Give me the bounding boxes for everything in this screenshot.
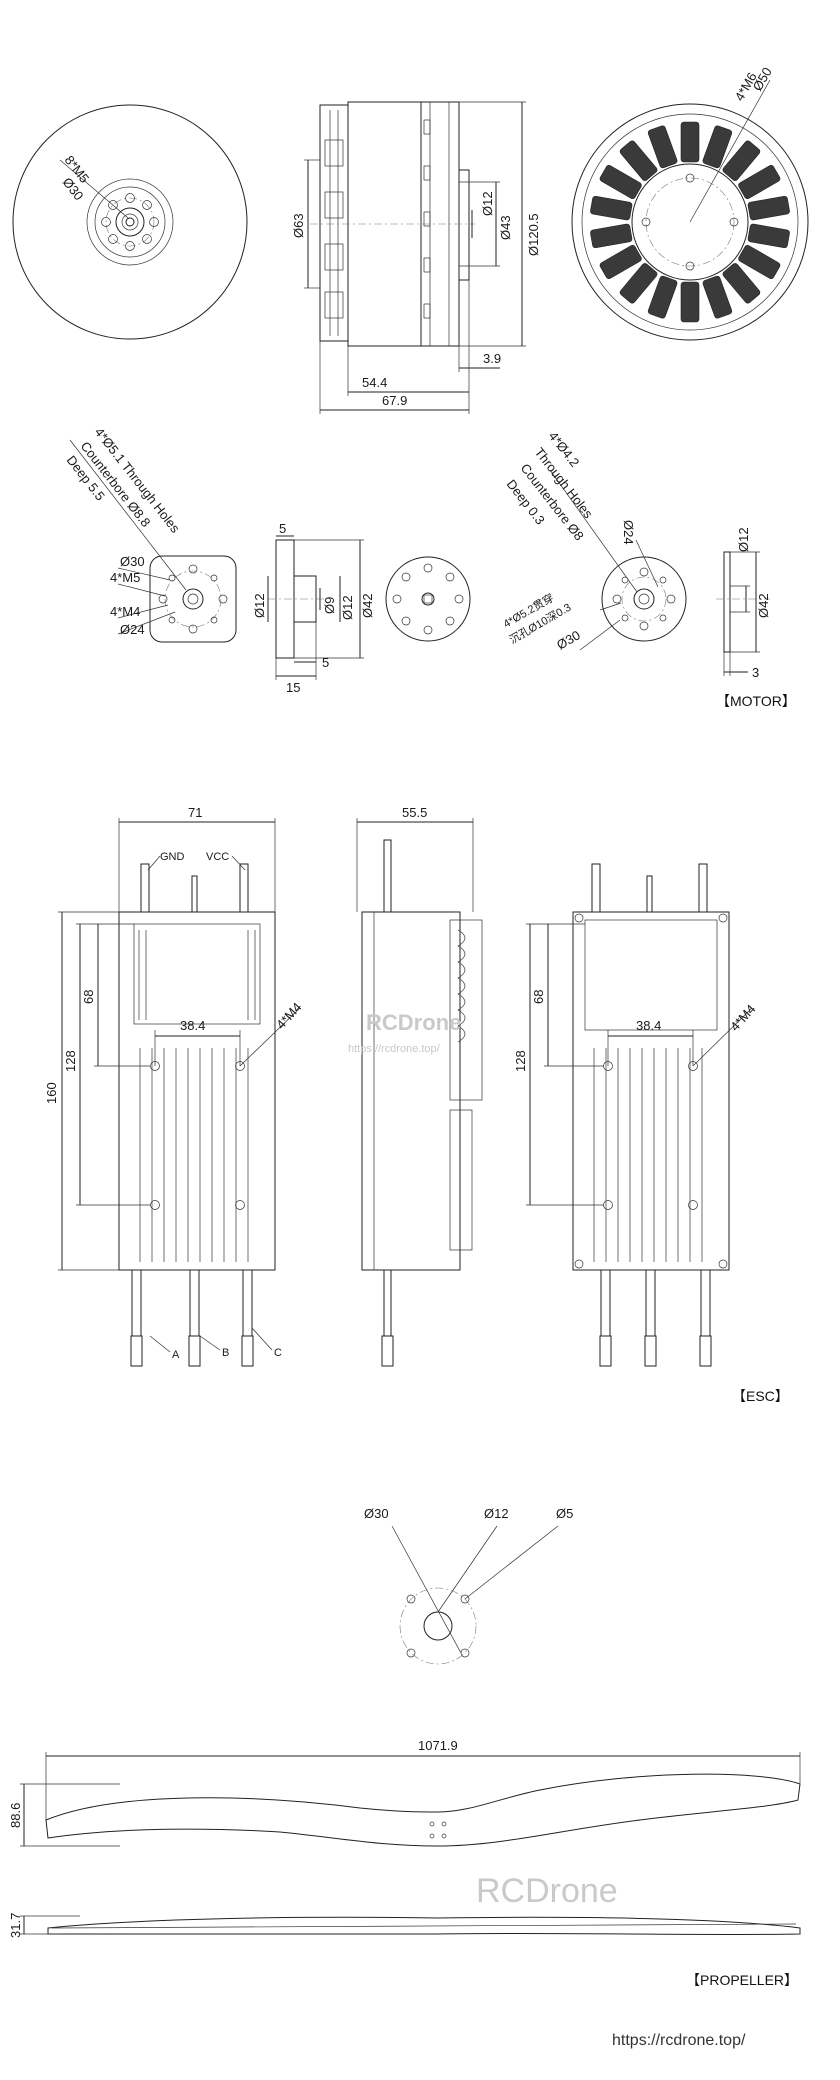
esc-watermark-url: https://rcdrone.top/ — [348, 1043, 441, 1055]
mount-b-side-d42: Ø42 — [756, 593, 771, 618]
mount-b-side-view: Ø12 Ø42 3 — [716, 527, 771, 680]
prop-watermark-brand: RCDrone — [476, 1872, 618, 1910]
esc-rear-h68: 68 — [531, 990, 546, 1004]
side-d12: Ø12 — [480, 191, 495, 216]
mount-a-m5: 4*M5 — [110, 570, 140, 585]
esc-front-h160: 160 — [44, 1082, 59, 1104]
mount-b-d30: Ø30 — [554, 627, 583, 652]
section-label-esc: 【ESC】 — [732, 1388, 789, 1404]
section-label-motor: 【MOTOR】 — [716, 693, 796, 709]
prop-side-view: 31.7 — [8, 1913, 801, 1938]
esc-front-h128: 128 — [63, 1050, 78, 1072]
mount-a-m4: 4*M4 — [110, 604, 140, 619]
section-label-propeller: 【PROPELLER】 — [686, 1972, 799, 1988]
motor-front-view: 8*M5 Ø30 — [12, 104, 248, 340]
footer-url[interactable]: https://rcdrone.top/ — [612, 2032, 746, 2049]
esc-front-gnd: GND — [160, 851, 185, 863]
mount-b-side-w3: 3 — [752, 665, 759, 680]
prop-width: 88.6 — [8, 1803, 23, 1828]
esc-front-b: B — [222, 1347, 229, 1359]
mount-plate-view — [385, 556, 471, 642]
side-d43: Ø43 — [498, 215, 513, 240]
prop-hub-d12: Ø12 — [484, 1506, 509, 1521]
side-w54-4: 54.4 — [362, 375, 387, 390]
motor-side-view: Ø63 Ø12 Ø43 Ø120.5 3.9 54.4 67.9 — [291, 101, 541, 414]
mount-a-side-bot5: 5 — [322, 655, 329, 670]
mount-b-d24: Ø24 — [621, 520, 636, 545]
side-d120: Ø120.5 — [526, 213, 541, 256]
prop-hub-view: Ø30 Ø12 Ø5 — [364, 1506, 573, 1665]
prop-length: 1071.9 — [418, 1738, 458, 1753]
esc-side-view: 55.5 RCDrone https://rcdrone.top/ — [348, 805, 483, 1367]
esc-watermark-brand: RCDrone — [366, 1010, 461, 1035]
esc-front-view: 71 GND VCC 160 128 68 38.4 4*M4 A B C — [44, 805, 305, 1367]
esc-side-w: 55.5 — [402, 805, 427, 820]
esc-rear-h128: 128 — [513, 1050, 528, 1072]
esc-front-m4: 4*M4 — [273, 999, 304, 1032]
esc-front-w38: 38.4 — [180, 1018, 205, 1033]
mount-a-d24: Ø24 — [120, 622, 145, 637]
esc-front-a: A — [172, 1349, 180, 1361]
esc-rear-view: 128 68 38.4 4*M4 — [513, 863, 759, 1367]
mount-a-d30: Ø30 — [120, 554, 145, 569]
motor-rear-view: 4*M6 Ø50 — [571, 65, 809, 341]
mount-a-side-top5: 5 — [279, 521, 286, 536]
prop-top-view: 1071.9 88.6 — [8, 1738, 801, 1847]
esc-front-vcc: VCC — [206, 851, 229, 863]
esc-front-h68: 68 — [81, 990, 96, 1004]
prop-hub-d30: Ø30 — [364, 1506, 389, 1521]
esc-front-c: C — [274, 1347, 282, 1359]
side-d63: Ø63 — [291, 213, 306, 238]
mount-b-view: 4*Ø4.2 Through Holes Counterbore Ø8 Deep… — [501, 429, 687, 653]
esc-rear-m4: 4*M4 — [727, 1001, 758, 1034]
side-w3-9: 3.9 — [483, 351, 501, 366]
mount-a-side-w15: 15 — [286, 680, 300, 695]
mount-a-view: 4*Ø5.1 Through Holes Counterbore Ø8.8 De… — [64, 425, 237, 643]
side-w67-9: 67.9 — [382, 393, 407, 408]
mount-b-side-d12: Ø12 — [736, 527, 751, 552]
prop-thickness: 31.7 — [8, 1913, 23, 1938]
prop-hub-d5: Ø5 — [556, 1506, 573, 1521]
mount-a-side-d12l: Ø12 — [252, 593, 267, 618]
mount-a-side-d42: Ø42 — [360, 593, 375, 618]
rear-pcd: Ø50 — [750, 65, 775, 94]
mount-a-side-view: 5 Ø9 Ø12 Ø12 Ø42 5 15 — [252, 521, 375, 695]
esc-front-w71: 71 — [188, 805, 202, 820]
mount-a-side-d12r: Ø12 — [340, 595, 355, 620]
esc-rear-w38: 38.4 — [636, 1018, 661, 1033]
mount-a-side-d9: Ø9 — [322, 597, 337, 614]
